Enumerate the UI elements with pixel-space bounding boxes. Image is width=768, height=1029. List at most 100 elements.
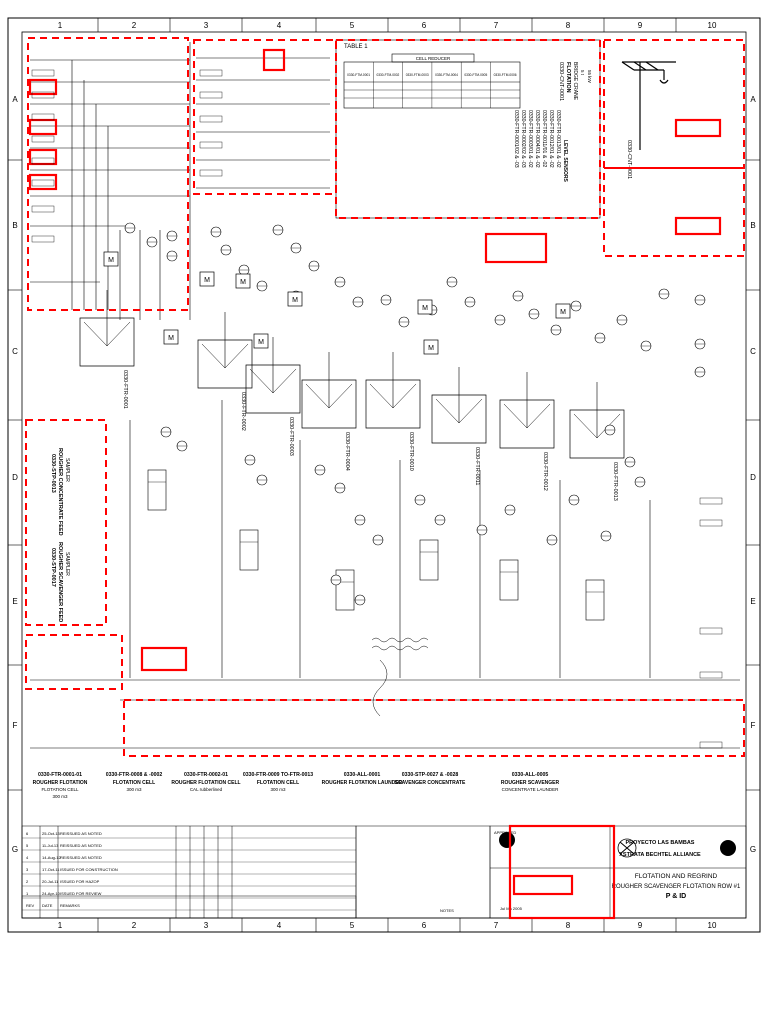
svg-text:G: G [750,845,756,854]
svg-text:55 kW: 55 kW [587,70,592,84]
svg-text:6: 6 [26,831,29,836]
title-block-text: PROYECTO LAS BAMBAS XSTRATA BECHTEL ALLI… [440,830,741,913]
level-sensor-item: 0330-FTR-0012/01 & -02 [548,110,554,168]
svg-text:ROUGHER FLOTATION CELL: ROUGHER FLOTATION CELL [171,780,240,786]
svg-text:0330-FTR-0008 & -0002: 0330-FTR-0008 & -0002 [106,772,163,778]
svg-text:C: C [750,347,756,356]
row-F: F [13,721,18,730]
instrument-bubble [124,222,136,234]
grid-ticks [8,18,760,932]
svg-text:0330-STP-0017: 0330-STP-0017 [50,548,56,587]
cell-tag: 0330-FTR-0001 [122,370,128,409]
svg-text:1: 1 [26,891,29,896]
redline-solid-boxes [28,48,722,920]
launder-lines [371,637,429,717]
instrument-bubble [604,424,616,436]
col-8: 8 [566,21,571,30]
svg-text:0330-FTR-0009 TO-FTR-0013: 0330-FTR-0009 TO-FTR-0013 [243,772,313,778]
bridge-crane-icon [621,61,676,150]
line-tag-box [699,671,723,679]
svg-text:2: 2 [26,879,29,884]
instrument-bubble [398,316,410,328]
svg-text:ROUGHER FLOTATION LAUNDER: ROUGHER FLOTATION LAUNDER [322,780,403,786]
instrument-bubble [694,338,706,350]
instrument-bubble [210,226,222,238]
svg-text:DATE: DATE [42,903,53,908]
flotation-cell: 0330-FTR-0002 [197,312,253,431]
svg-text:M: M [204,277,210,284]
svg-text:REV: REV [26,903,35,908]
svg-text:0330-STP-0027 & -0028: 0330-STP-0027 & -0028 [402,772,459,778]
svg-text:F: F [751,721,756,730]
instrument-bubble [414,494,426,506]
svg-text:7: 7 [494,921,499,930]
flotation-cell: 0330-FTR-0013 [569,382,625,501]
drawing-title-2: ROUGHER SCAVENGER FLOTATION ROW #1 [612,884,741,890]
instrument-bubble [352,296,364,308]
svg-text:M: M [560,309,566,316]
svg-text:25-Oct-13: 25-Oct-13 [42,831,61,836]
row-B: B [12,221,17,230]
svg-text:FLOTATION CELL: FLOTATION CELL [257,780,299,786]
line-tag-box [31,91,55,99]
svg-text:14-Aug-12: 14-Aug-12 [42,855,61,860]
flotation-cell: 0330-FTR-0011 [431,367,487,485]
svg-text:300 m3: 300 m3 [52,794,68,799]
svg-text:0330-CNT-0001: 0330-CNT-0001 [558,62,564,101]
instrument-bubble [354,594,366,606]
svg-text:20-Jul-11: 20-Jul-11 [42,879,59,884]
svg-text:ROUGHER FLOTATION: ROUGHER FLOTATION [33,780,88,786]
svg-text:ISSUED FOR HAZOP: ISSUED FOR HAZOP [60,879,100,884]
line-tag-box [699,741,723,749]
svg-text:M: M [258,339,264,346]
drawing-title-1: FLOTATION AND REGRIND [635,873,718,880]
level-sensor-item: 0330-FTR-0011/01 & -02 [541,110,547,167]
col-5: 5 [350,21,355,30]
svg-text:ISSUED FOR CONSTRUCTION: ISSUED FOR CONSTRUCTION [60,867,118,872]
col-2: 2 [132,21,137,30]
drawing-date: Jul Ma 2005 [500,906,523,911]
table-1-header: CELL REDUCER [416,56,451,61]
instrument-bubble [594,332,606,344]
redline-markups [25,37,745,757]
instrument-bubble [308,260,320,272]
svg-text:FLOTATION: FLOTATION [565,62,571,93]
svg-text:0330-STP-0013: 0330-STP-0013 [50,454,56,493]
line-tag-box [31,235,55,243]
instrument-bubble [528,308,540,320]
instrument-bubble [600,530,612,542]
pump-box [239,529,259,571]
motor-icon: M [555,303,571,319]
client-name: XSTRATA BECHTEL ALLIANCE [619,852,701,858]
instrument-bubble [146,236,158,248]
motor-icon: M [417,299,433,315]
instrument-bubble [570,300,582,312]
flotation-cell: 0330-FTR-0001 [79,290,135,409]
instrument-bubble [694,366,706,378]
svg-text:3: 3 [204,921,209,930]
instrument-bubble [446,276,458,288]
instrument-bubble [238,264,250,276]
col-7: 7 [494,21,499,30]
svg-text:ROUGHER CONCENTRATE FEED: ROUGHER CONCENTRATE FEED [57,448,63,536]
svg-text:300 m3: 300 m3 [126,787,142,792]
row-A: A [12,95,18,104]
level-sensor-item: 0330-FTR-0002/02 & -03 [520,110,526,168]
svg-text:8: 8 [566,921,571,930]
cell-tag: 0330-FTR-0012 [542,452,548,491]
row-E: E [12,597,17,606]
svg-text:E: E [750,597,755,606]
svg-text:B: B [750,221,755,230]
svg-text:M: M [428,345,434,352]
svg-text:FLOTATION CELL: FLOTATION CELL [113,780,155,786]
svg-text:0330-FTR-0001-01: 0330-FTR-0001-01 [38,772,82,778]
cell-tag: 0330-FTR-0010 [408,432,414,471]
cell-tag: 0330-FTR-0002 [240,392,246,431]
